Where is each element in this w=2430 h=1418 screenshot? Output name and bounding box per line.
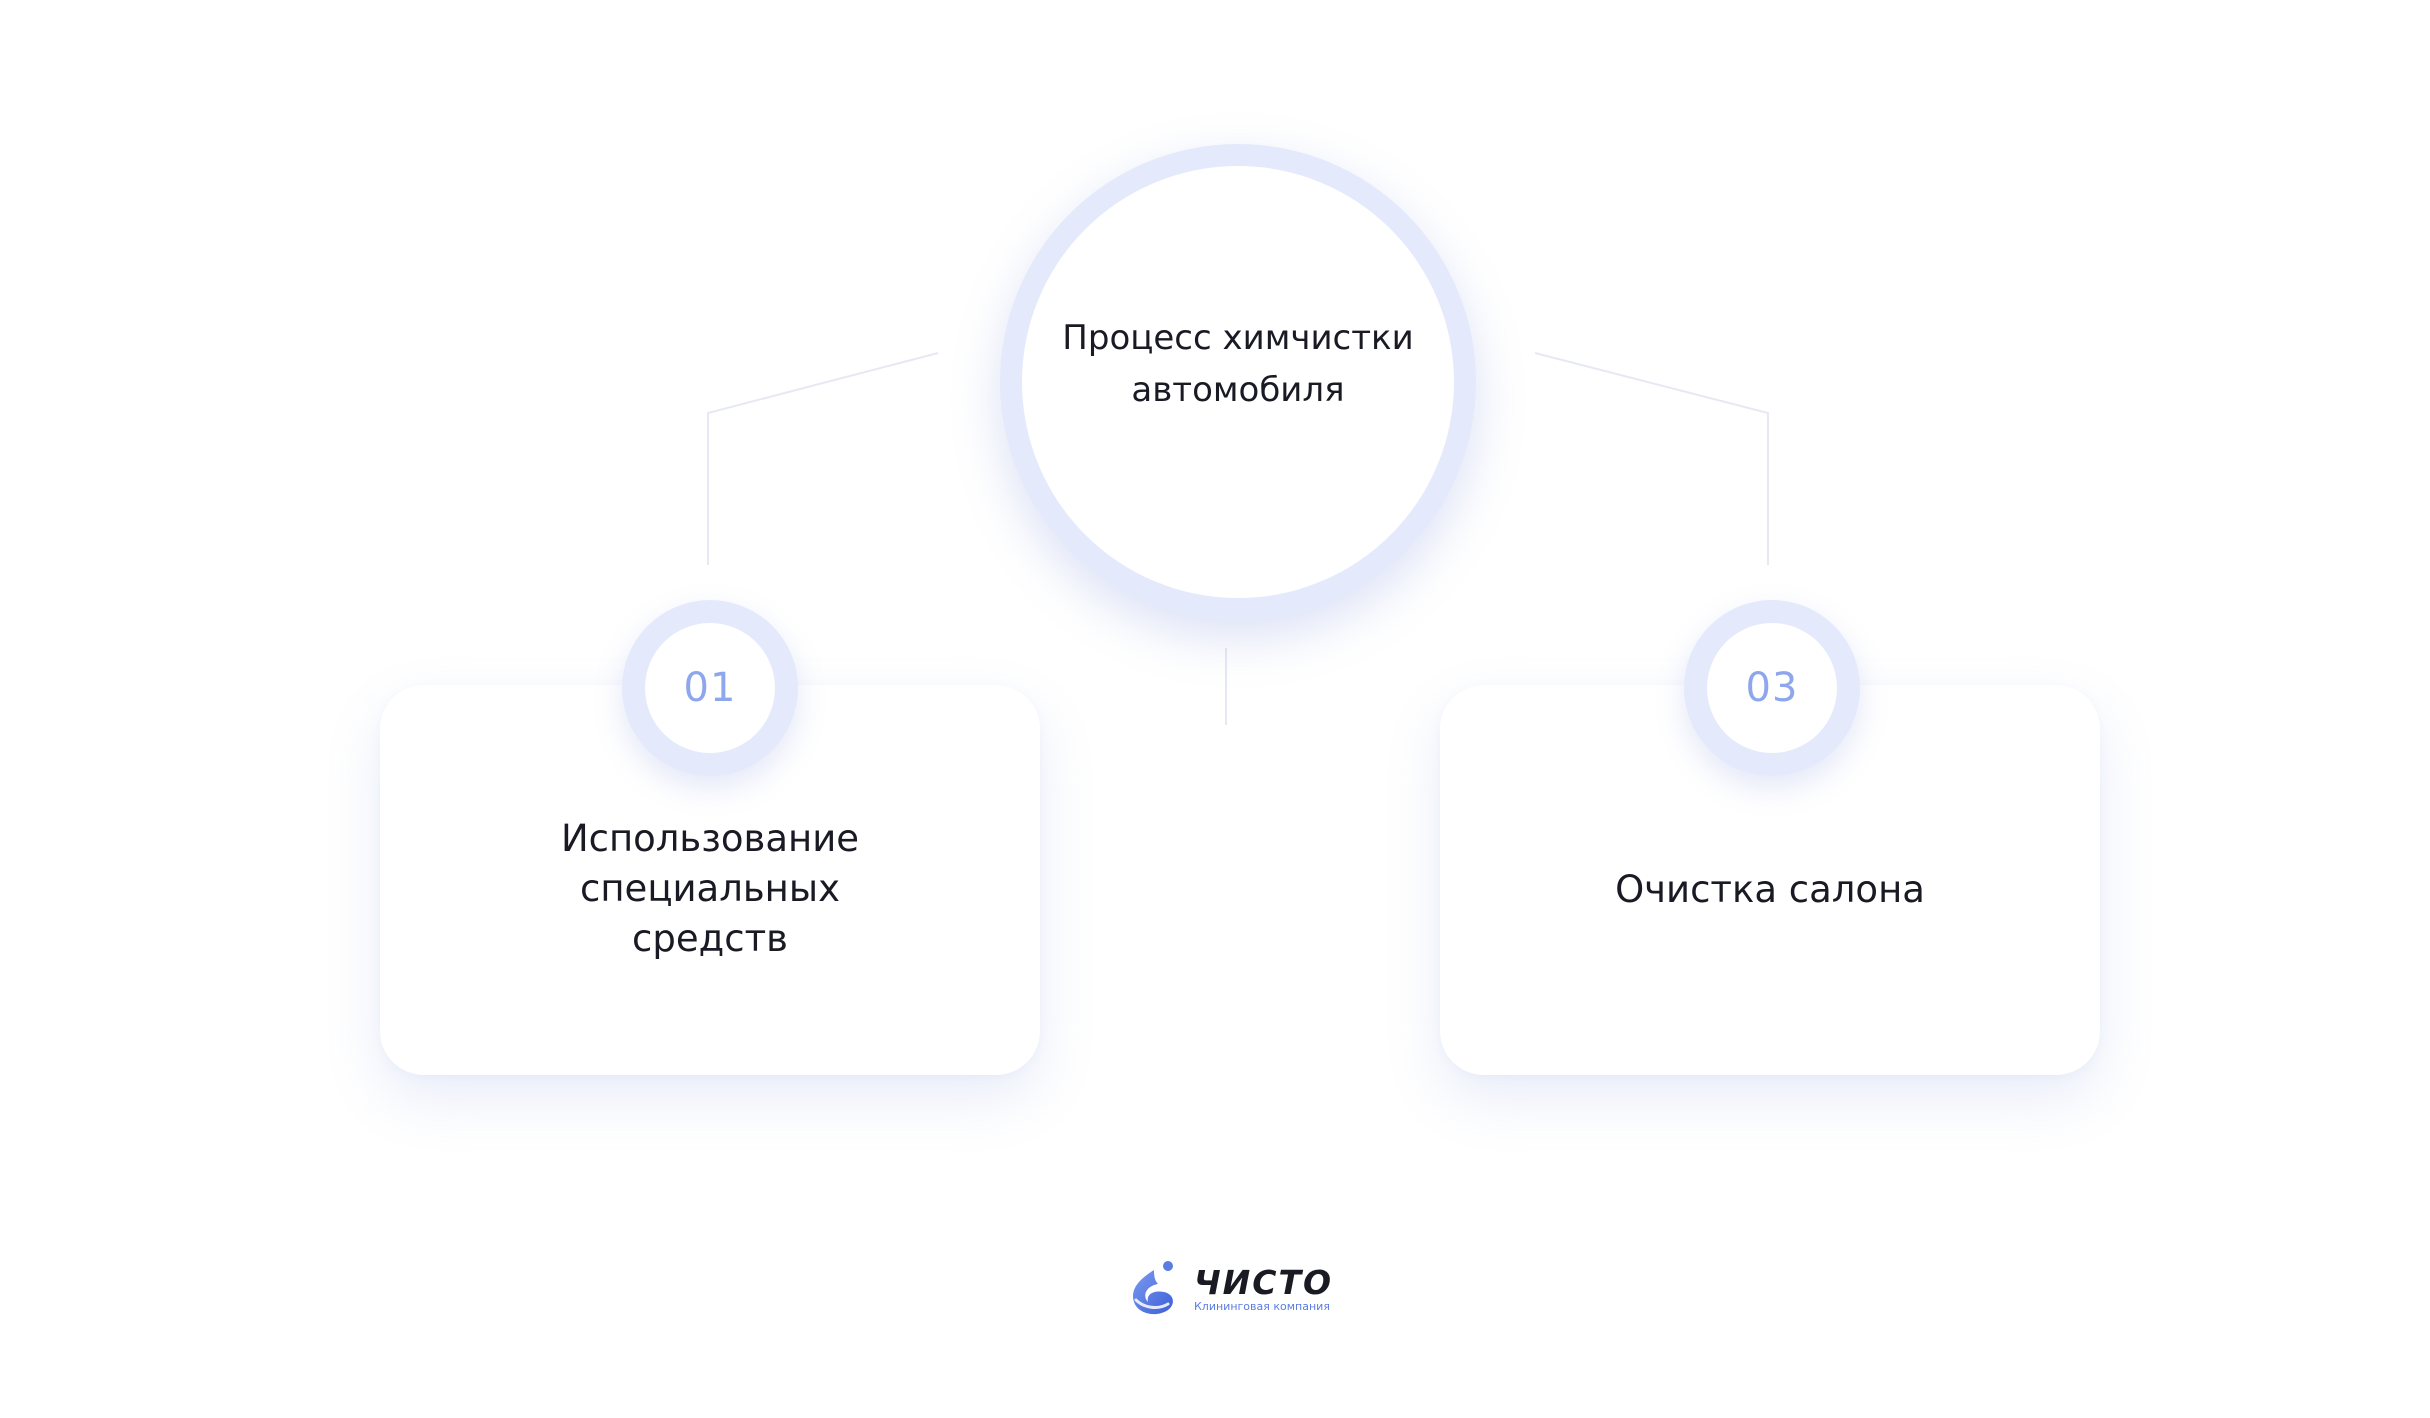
logo-name: ЧИСТО bbox=[1194, 1263, 1334, 1302]
center-title: Процесс химчистки автомобиля bbox=[1062, 318, 1414, 410]
step-badge-inner-03: 03 bbox=[1707, 623, 1837, 753]
logo-text: ЧИСТО Клининговая компания bbox=[1194, 1266, 1333, 1314]
step-badge-03: 03 bbox=[1684, 600, 1860, 776]
step-badge-01: 01 bbox=[622, 600, 798, 776]
step-label-03: Очистка салона bbox=[1615, 868, 1925, 911]
step-number-01: 01 bbox=[683, 665, 737, 711]
center-node-inner: Процесс химчистки автомобиля bbox=[1022, 166, 1454, 598]
step-label-01: Использование специальных средств bbox=[560, 817, 860, 960]
droplet-logo-icon bbox=[1132, 1261, 1173, 1315]
center-node: Процесс химчистки автомобиля bbox=[1000, 144, 1476, 620]
connector-right bbox=[1534, 352, 1769, 565]
logo-tagline: Клининговая компания bbox=[1194, 1300, 1330, 1313]
step-badge-inner-01: 01 bbox=[645, 623, 775, 753]
step-number-03: 03 bbox=[1745, 665, 1799, 711]
connector-left bbox=[707, 352, 939, 565]
company-logo: ЧИСТО Клининговая компания bbox=[1124, 1260, 1333, 1320]
